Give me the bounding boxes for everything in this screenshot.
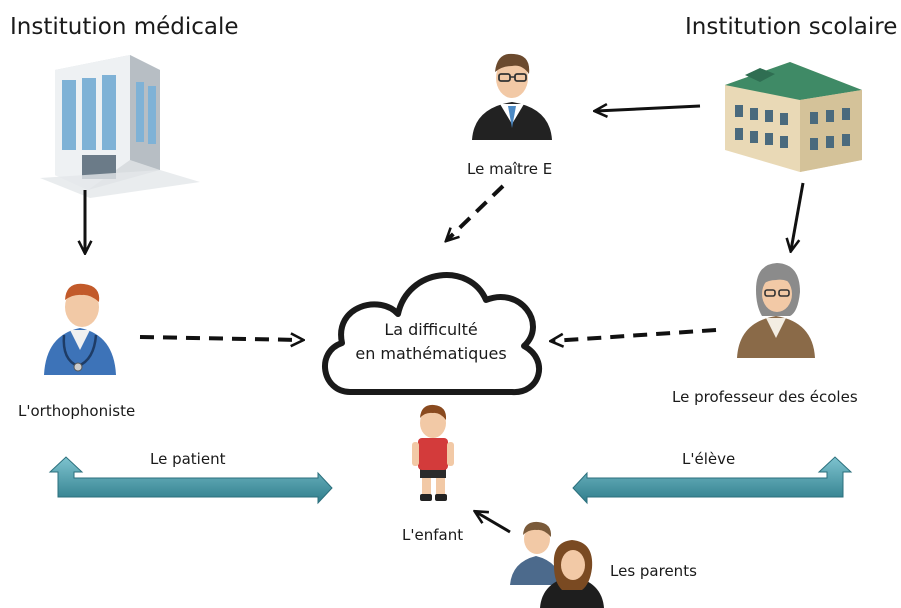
difficulty-line-1: La difficulté: [384, 320, 478, 339]
institution-medical-label: Institution médicale: [10, 14, 239, 40]
dashed-arrow-professeur-to-difficulty: [552, 328, 717, 341]
professeur-label: Le professeur des écoles: [672, 388, 858, 406]
arrow-school-to-maitre-e: [596, 106, 701, 111]
cloud-icon: [322, 272, 543, 396]
child-icon: [412, 404, 454, 501]
doctor-stethoscope-icon: [44, 283, 116, 375]
orthophoniste-label: L'orthophoniste: [18, 402, 136, 420]
relation-eleve-label: L'élève: [682, 450, 736, 468]
school-building-icon: [725, 62, 862, 172]
woman-teacher-icon: [737, 263, 815, 358]
dashed-arrow-orthophoniste-to-difficulty: [139, 337, 302, 340]
institution-school-label: Institution scolaire: [685, 14, 898, 40]
relation-arrow-patient: [48, 456, 333, 505]
maitre-e-label: Le maître E: [467, 160, 553, 178]
hospital-building-icon: [40, 55, 200, 198]
enfant-label: L'enfant: [402, 526, 464, 544]
parents-label: Les parents: [610, 562, 697, 580]
arrow-school-to-professeur: [791, 182, 805, 250]
arrow-parents-to-enfant: [476, 512, 511, 534]
difficulty-line-2: en mathématiques: [355, 344, 507, 363]
man-with-glasses-icon: [472, 53, 552, 140]
difficulty-text: La difficulté en mathématiques: [336, 318, 526, 366]
parents-couple-icon: [510, 521, 604, 608]
relation-arrow-eleve: [572, 456, 853, 505]
relation-patient-label: Le patient: [150, 450, 226, 468]
dashed-arrow-maitre-e-to-difficulty: [447, 184, 505, 240]
